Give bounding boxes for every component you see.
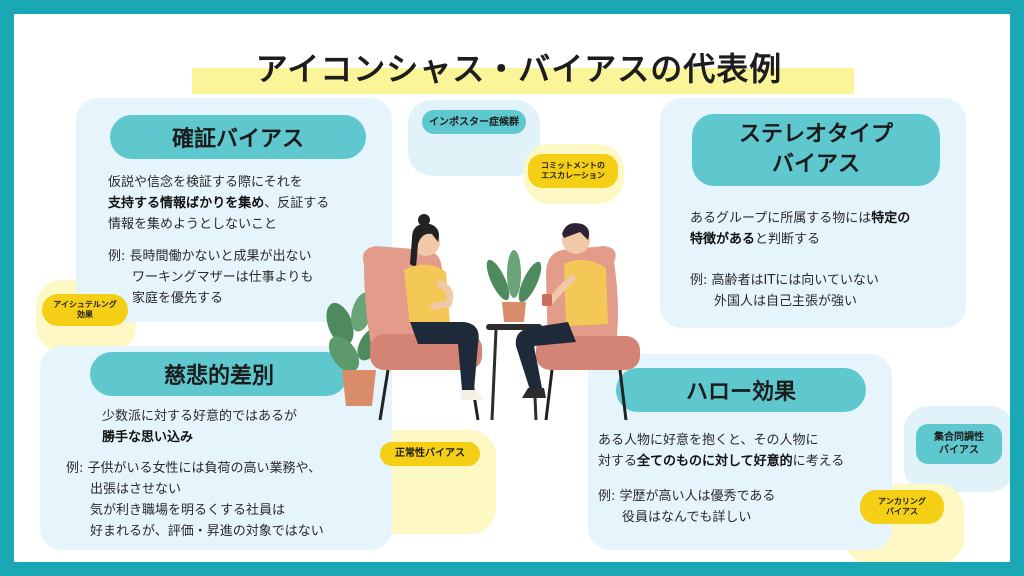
aishutellung-effect-tag: アイシュテルング 効果 [42, 294, 128, 326]
woman-figure-icon [404, 214, 484, 400]
benevolent-discrimination-description: 少数派に対する好意的ではあるが 勝手な思い込み [102, 409, 298, 445]
infographic-canvas: アイコンシャス・バイアスの代表例 確証バイアス 仮説や信念を検証する際にそれを … [14, 14, 1010, 562]
impostor-syndrome-tag: インポスター症候群 [422, 110, 526, 134]
conformity-bias-tag: 集合同調性 バイアス [916, 424, 1002, 464]
benevolent-discrimination-example: 例: 子供がいる女性には負荷の高い業務や、 出張はさせない 気が利き職場を明るく… [66, 461, 324, 539]
man-figure-icon [515, 223, 608, 398]
benevolent-discrimination-heading: 慈悲的差別 [90, 352, 348, 396]
title-highlight [192, 68, 854, 94]
halo-effect-heading: ハロー効果 [616, 368, 866, 412]
confirmation-bias-example: 例: 長時間働かないと成果が出ない ワーキングマザーは仕事よりも 家庭を優先する [108, 249, 314, 306]
stereotype-bias-heading: ステレオタイプ バイアス [692, 114, 940, 186]
conversation-illustration [326, 214, 640, 421]
normalcy-bias-tag: 正常性バイアス [380, 442, 480, 466]
confirmation-bias-heading: 確証バイアス [110, 115, 366, 159]
halo-effect-example: 例: 学歴が高い人は優秀である 役員はなんでも詳しい [598, 489, 776, 525]
anchoring-bias-tag: アンカリング バイアス [860, 490, 944, 524]
halo-effect-description: ある人物に好意を抱くと、その人物に 対する全てのものに対して好意的に考える [598, 433, 845, 469]
confirmation-bias-description: 仮説や信念を検証する際にそれを 支持する情報ばかりを集め、反証する 情報を集めよ… [108, 175, 330, 232]
stereotype-bias-description: あるグループに所属する物には特定の 特徴があると判断する [690, 211, 911, 247]
page-title: アイコンシャス・バイアスの代表例 [255, 50, 783, 88]
stereotype-bias-example: 例: 高齢者はITには向いていない 外国人は自己主張が強い [690, 273, 879, 309]
commitment-escalation-tag: コミットメントの エスカレーション [528, 154, 618, 188]
